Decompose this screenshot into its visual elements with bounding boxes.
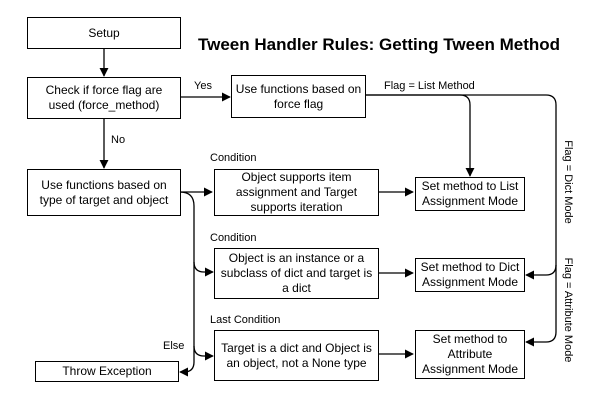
edge-force-to-set-list	[366, 94, 475, 177]
label-flag-attr: Flag = Attribute Mode	[562, 257, 574, 363]
label-condition-2: Condition	[210, 232, 257, 244]
label-else: Else	[163, 340, 185, 352]
edge-type-to-cond-attr	[193, 345, 214, 361]
node-use-type-functions: Use functions based on type of target an…	[27, 169, 181, 216]
edge-type-branch-trunk	[179, 191, 195, 377]
node-cond-list: Object supports item assignment and Targ…	[214, 169, 379, 216]
node-use-force-flag: Use functions based on force flag	[231, 75, 366, 118]
node-cond-dict: Object is an instance or a subclass of d…	[214, 248, 379, 299]
edge-force-flag-bus	[366, 94, 557, 347]
node-cond-attr: Target is a dict and Object is an object…	[214, 330, 379, 381]
node-set-list: Set method to List Assignment Mode	[415, 177, 525, 211]
node-set-attr: Set method to Attribute Assignment Mode	[415, 330, 525, 379]
node-setup: Setup	[27, 17, 181, 49]
label-condition-1: Condition	[210, 152, 257, 164]
label-last-condition: Last Condition	[210, 314, 281, 326]
node-throw-exception: Throw Exception	[35, 361, 179, 382]
edge-type-to-cond-dict	[193, 261, 214, 277]
diagram-title: Tween Handler Rules: Getting Tween Metho…	[198, 35, 561, 54]
label-no: No	[111, 134, 126, 146]
label-flag-dict: Flag = Dict Mode	[562, 140, 574, 224]
label-flag-list: Flag = List Method	[384, 80, 475, 92]
label-yes: Yes	[194, 80, 212, 92]
edge-flag-dict-branch	[525, 264, 557, 280]
node-check-force-flag: Check if force flag are used (force_meth…	[27, 77, 181, 119]
node-set-dict: Set method to Dict Assignment Mode	[415, 258, 525, 292]
